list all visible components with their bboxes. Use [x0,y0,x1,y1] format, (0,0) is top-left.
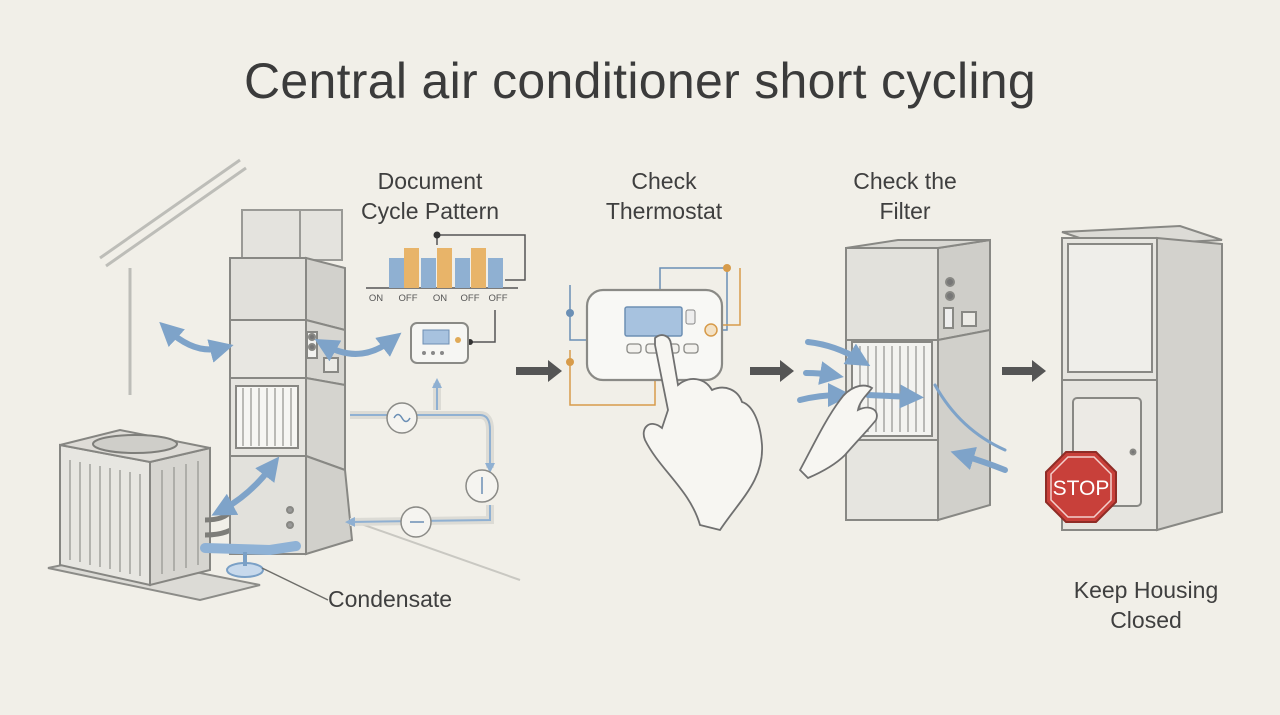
flow-arrow [516,360,562,382]
stop-sign: STOP [1045,451,1117,523]
stop-sign-text: STOP [1053,477,1110,500]
cycle-label: OFF [489,293,508,304]
cycle-bar [389,258,404,288]
page-title: Central air conditioner short cycling [243,53,1036,109]
cycle-label: ON [369,293,383,304]
cycle-bar [471,248,486,288]
thermostat-large [566,264,741,406]
flow-arrows [516,360,1046,382]
hand-pointing-icon [642,334,763,532]
cycle-label: OFF [461,293,480,304]
duct [241,209,343,261]
closed-housing-unit [1061,224,1223,532]
small-thermostat [410,322,469,364]
flow-arrow [750,360,794,382]
flow-arrow [1002,360,1046,382]
step-label-line: Check [631,168,697,194]
step-label-line: Document [377,168,483,194]
condensate-label: Condensate [328,586,453,612]
cycle-bar [437,248,452,288]
house-roof [99,158,247,395]
cycle-bar [404,248,419,288]
step-label-keep-housing-closed: Keep Housing Closed [1056,575,1236,635]
floor-line [349,519,521,581]
cycle-label: OFF [399,293,418,304]
cycle-bar [488,258,503,288]
hand-holding-filter-icon [798,384,878,480]
condenser-unit [47,428,261,602]
step-label-line: Filter [879,198,931,224]
step-label-line: Cycle Pattern [360,198,500,224]
cycle-bar [455,258,470,288]
cycle-label: ON [433,293,447,304]
step-label-check-thermostat: Check Thermostat [574,166,754,226]
filter-airflow-arrows [797,339,1008,473]
refrigerant-loop [345,378,499,538]
step-label-line: Closed [1110,607,1182,633]
step-label-line: Thermostat [605,198,723,224]
cycle-bar [421,258,436,288]
step-label-line: Keep Housing [1073,577,1219,603]
condensate-drain [200,541,329,601]
filter-unit [845,238,991,522]
step-label-document-cycle: Document Cycle Pattern [340,166,520,226]
air-handler [229,256,354,556]
step-label-check-filter: Check the Filter [815,166,995,226]
step-label-line: Check the [853,168,957,194]
airflow-arrows [159,321,402,516]
